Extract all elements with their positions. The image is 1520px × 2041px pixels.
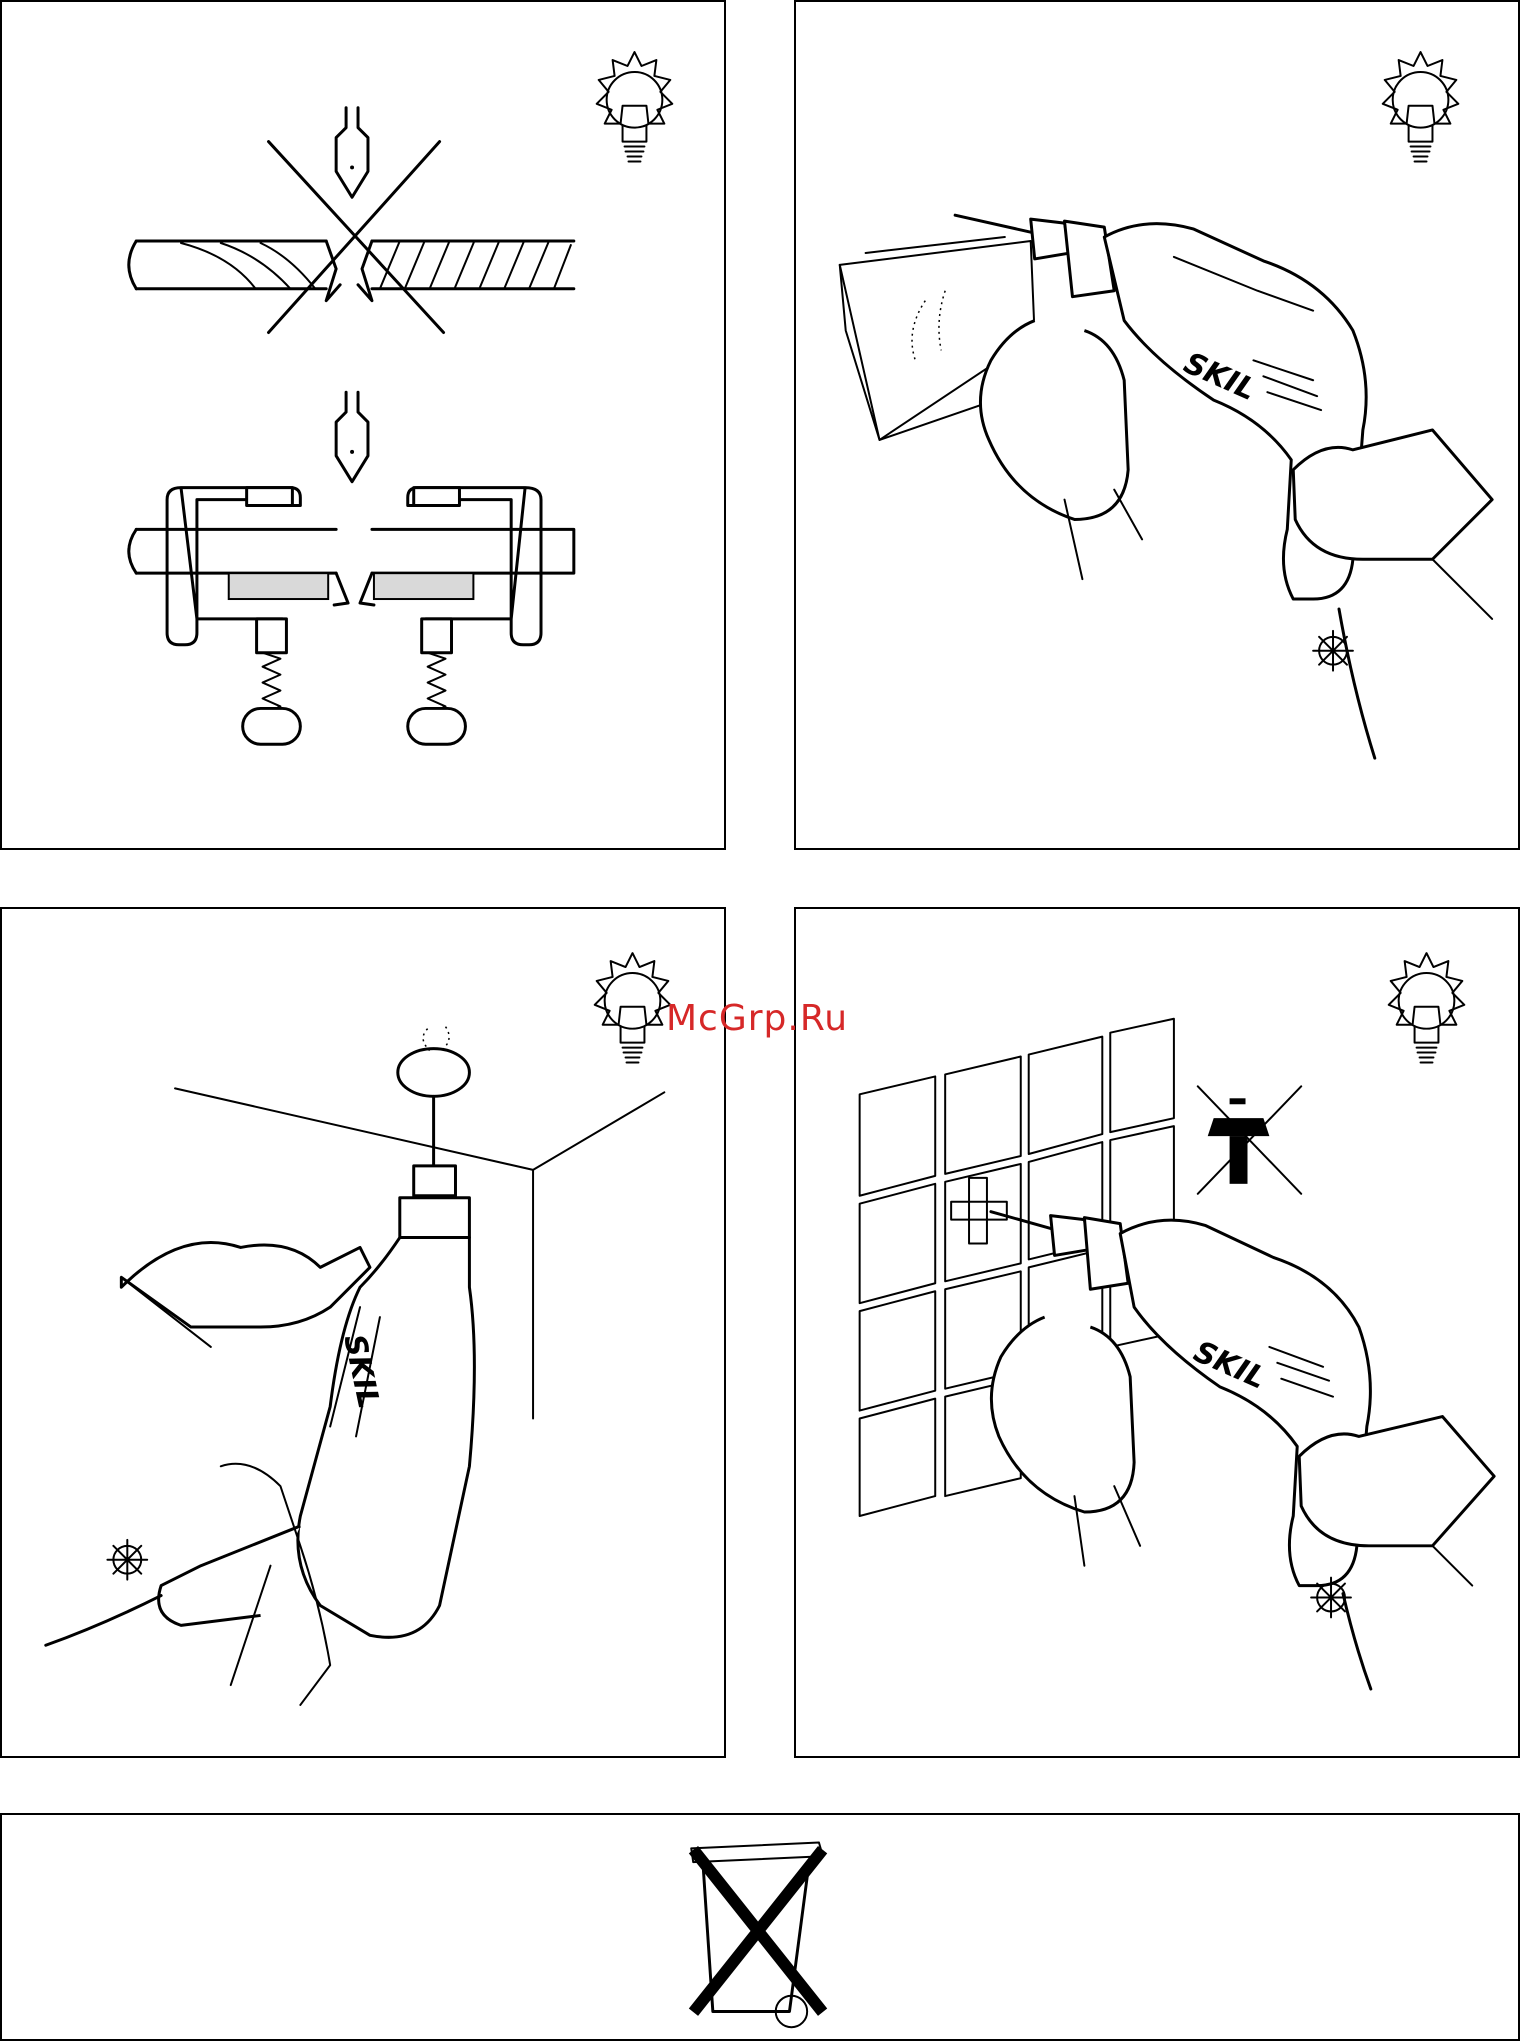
illustration-drill-dust-bag: SKIL <box>796 2 1518 848</box>
crossed-bin-icon <box>691 1843 823 2028</box>
watermark: McGrp.Ru <box>666 998 848 1039</box>
lightbulb-icon <box>597 52 673 161</box>
illustration-overhead-drilling: SKIL <box>2 909 724 1756</box>
panel-drill-tiles: SKIL <box>794 907 1520 1758</box>
illustration-drill-tiles: SKIL <box>796 909 1518 1756</box>
drill-bit-icon <box>336 392 368 482</box>
dust-cup <box>398 1027 470 1097</box>
lightbulb-icon <box>595 953 671 1062</box>
drill-bit-icon <box>336 108 368 198</box>
panel-drill-dust-bag: SKIL <box>794 0 1520 850</box>
lightbulb-icon <box>1389 953 1465 1062</box>
illustration-clamp-workpiece <box>2 2 724 848</box>
hand-front <box>991 1317 1140 1566</box>
workpiece-board <box>129 241 574 301</box>
power-cord <box>46 1596 161 1646</box>
clamp-icon <box>129 488 574 745</box>
hand-front <box>121 1242 370 1346</box>
lightbulb-icon <box>1383 52 1459 161</box>
drill-body: SKIL <box>159 1096 475 1637</box>
power-cord <box>1339 609 1375 758</box>
prohibited-cross-icon <box>269 142 444 333</box>
illustration-disposal <box>2 1815 1518 2039</box>
panel-overhead-drilling: SKIL <box>0 907 726 1758</box>
no-hammer-icon <box>1198 1086 1301 1193</box>
gear-icon <box>107 1540 147 1580</box>
power-cord <box>1343 1594 1371 1689</box>
panel-disposal <box>0 1813 1520 2041</box>
panel-clamp-workpiece <box>0 0 726 850</box>
hand-front <box>980 321 1142 580</box>
